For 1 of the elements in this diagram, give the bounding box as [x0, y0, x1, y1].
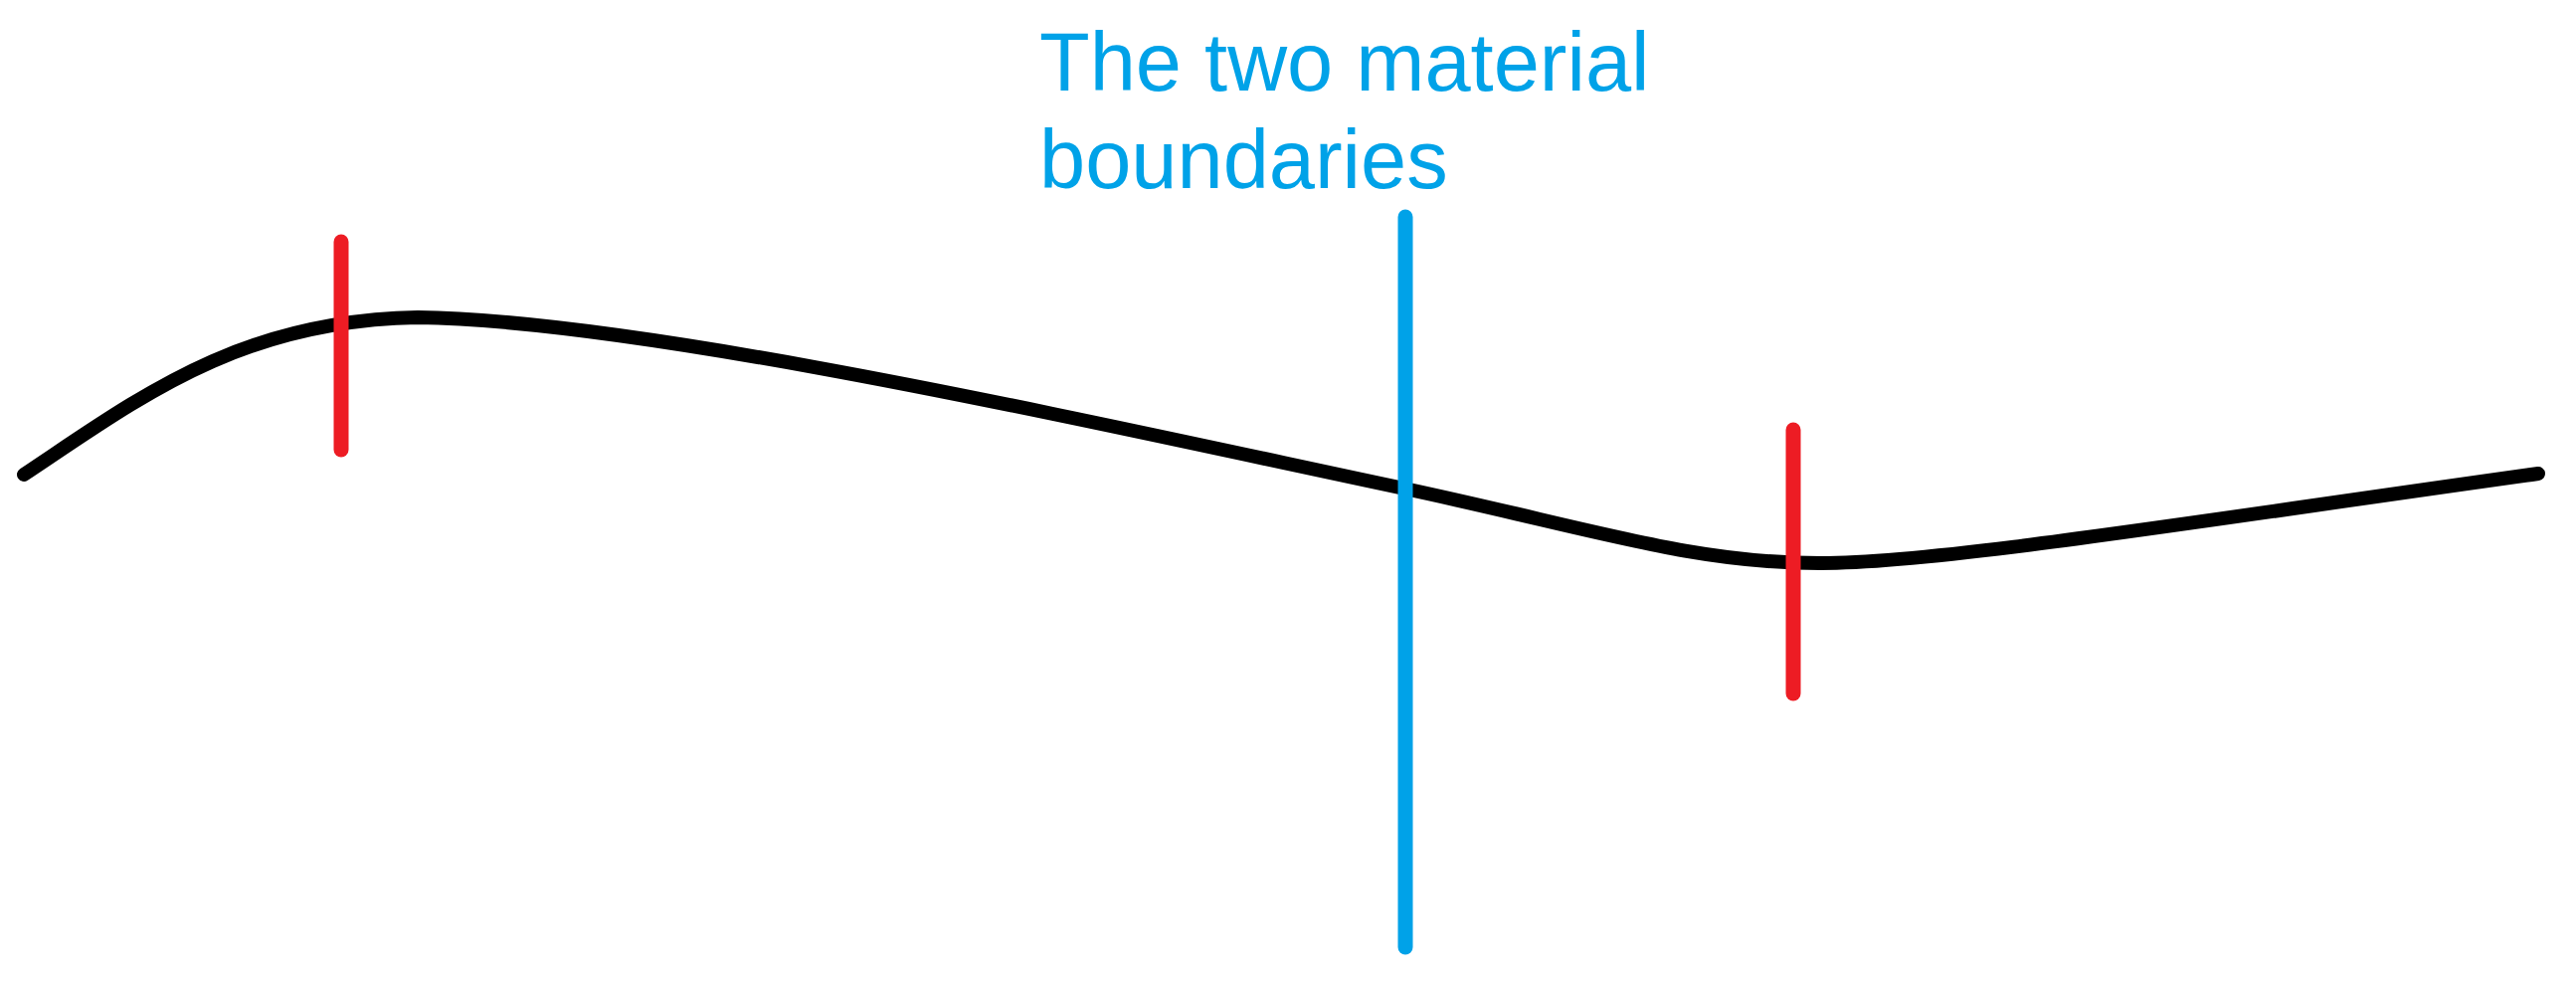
annotation-text: The two material boundaries	[1039, 15, 1651, 208]
